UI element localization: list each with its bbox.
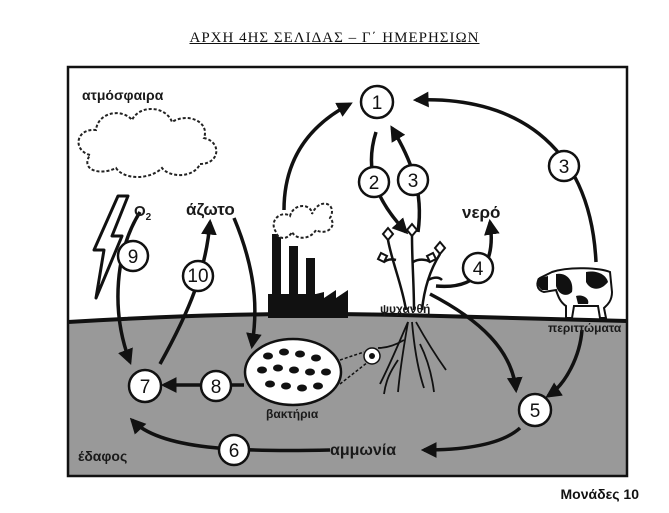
arrow-factory-to-1 [282, 102, 353, 211]
arrow-9-to-7 [116, 211, 142, 365]
label-soil: έδαφος [78, 448, 127, 464]
label-oxygen: O2 [134, 203, 152, 223]
arrow-plant-to-5 [429, 292, 523, 394]
step-4: 4 [461, 251, 495, 285]
factory-icon [268, 202, 348, 318]
cloud-icon [77, 108, 218, 178]
svg-text:10: 10 [187, 266, 208, 287]
label-nitrogen: άζωτο [186, 200, 235, 219]
step-7: 7 [127, 368, 163, 404]
step-3-cow: 3 [547, 149, 581, 183]
svg-text:2: 2 [369, 173, 380, 194]
page-header: ΑΡΧΗ 4ΗΣ ΣΕΛΙΔΑΣ – Γ΄ ΗΜΕΡΗΣΙΩΝ [189, 30, 480, 46]
label-excrement: περιττώματα [548, 321, 622, 335]
svg-text:1: 1 [372, 93, 383, 114]
svg-text:4: 4 [473, 259, 484, 280]
ground-line [67, 312, 628, 324]
step-5: 5 [517, 392, 553, 428]
arrows [116, 91, 598, 458]
cow-icon [536, 267, 614, 319]
step-9: 9 [116, 239, 150, 273]
step-2: 2 [357, 165, 391, 199]
step-1: 1 [359, 84, 395, 120]
step-6: 6 [217, 433, 251, 467]
step-circles: 1 2 3 3 4 5 6 7 8 9 10 [116, 84, 581, 467]
diagram-frame [66, 65, 629, 478]
label-bacteria: βακτήρια [266, 407, 319, 421]
label-water: νερό [462, 203, 500, 222]
arrow-cow-to-5 [545, 329, 584, 398]
soil-region [68, 314, 627, 476]
label-ammonia: αμμωνία [330, 442, 396, 459]
step-10: 10 [181, 259, 215, 293]
svg-text:7: 7 [140, 377, 151, 398]
arrow-6-to-7 [129, 417, 331, 453]
svg-text:3: 3 [559, 157, 570, 178]
step-3-plant: 3 [396, 163, 430, 197]
lightning-icon [92, 194, 130, 300]
plant-icon [376, 222, 447, 395]
svg-text:5: 5 [530, 401, 541, 422]
svg-text:9: 9 [128, 247, 139, 268]
step-8: 8 [199, 369, 233, 403]
label-plants: ψυχανθή [380, 302, 430, 316]
svg-text:6: 6 [229, 441, 240, 462]
svg-text:8: 8 [211, 377, 222, 398]
svg-text:3: 3 [408, 171, 419, 192]
arrow-5-to-ammonia [420, 426, 522, 458]
bacteria-icon [243, 337, 381, 407]
arrow-nitrogen-to-bacteria [232, 217, 262, 350]
arrow-cow-to-1 [412, 91, 598, 263]
marks-label: Μονάδες 10 [560, 486, 639, 502]
label-atmosphere: ατμόσφαιρα [82, 87, 164, 103]
